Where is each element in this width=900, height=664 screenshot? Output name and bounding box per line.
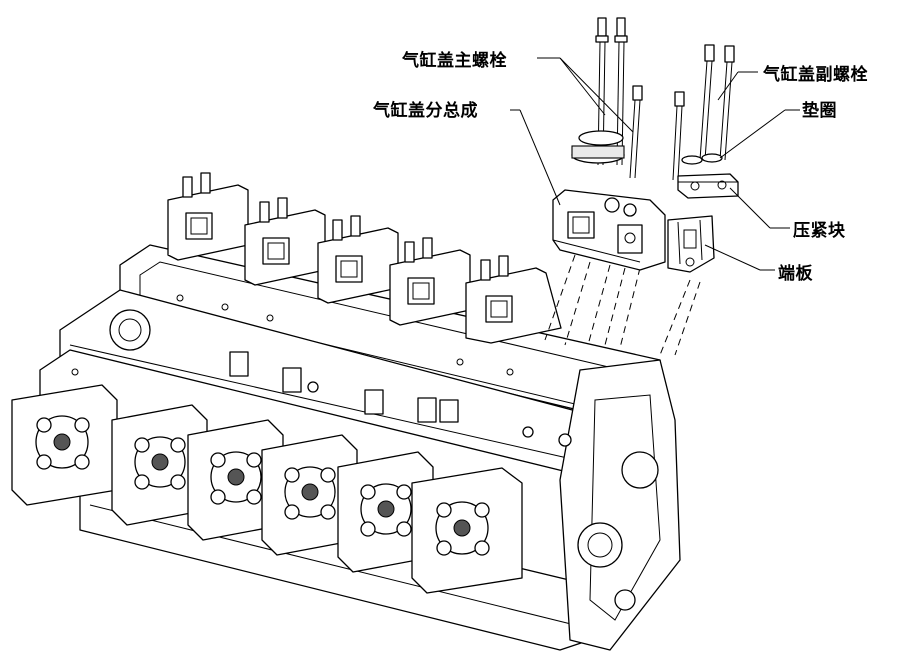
head-subassembly	[552, 189, 666, 271]
label-head-assembly: 气缸盖分总成	[373, 101, 478, 121]
label-washer: 垫圈	[802, 101, 837, 121]
sub-bolts	[699, 44, 735, 161]
label-sub-bolt: 气缸盖副螺栓	[763, 65, 868, 85]
leader-lines	[510, 57, 800, 271]
lower-bank-heads	[11, 384, 523, 594]
washers	[681, 153, 723, 165]
label-clamp-block: 压紧块	[793, 221, 846, 241]
label-end-plate: 端板	[778, 264, 813, 284]
end-plate	[667, 215, 715, 273]
label-main-bolt: 气缸盖主螺栓	[402, 51, 507, 71]
main-bolts	[571, 17, 685, 181]
clamp-block	[677, 173, 739, 199]
upper-bank-heads	[167, 172, 562, 344]
assembly-axis-lines	[544, 254, 701, 356]
